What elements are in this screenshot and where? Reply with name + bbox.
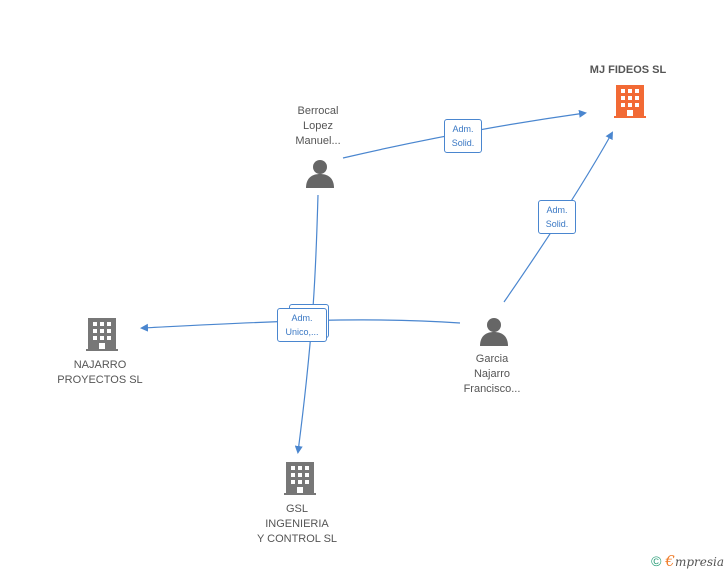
edge-label-center: Adm. Unico,... <box>277 308 327 342</box>
person-icon <box>480 318 508 346</box>
building-icon <box>284 462 316 495</box>
person-icon <box>306 160 334 188</box>
copyright-icon: © <box>651 553 662 569</box>
footer-brand: © €mpresia <box>651 552 724 570</box>
node-label-gsl[interactable]: GSL INGENIERIA Y CONTROL SL <box>256 503 338 545</box>
node-label-najarro[interactable]: NAJARRO PROYECTOS SL <box>57 359 143 386</box>
brand-logo-initial: € <box>665 552 675 570</box>
edge-label-berrocal-mj-fideos: Adm. Solid. <box>444 119 482 153</box>
building-icon <box>86 318 118 351</box>
node-label-garcia[interactable]: Garcia Najarro Francisco... <box>463 353 521 395</box>
edge-berrocal-gsl <box>294 194 319 454</box>
edge-label-garcia-mj-fideos: Adm. Solid. <box>538 200 576 234</box>
brand-logo-text: mpresia <box>674 555 724 569</box>
node-label-berrocal[interactable]: Berrocal Lopez Manuel... <box>295 105 341 147</box>
node-label-mj-fideos[interactable]: MJ FIDEOS SL <box>589 64 667 76</box>
building-icon <box>614 85 646 118</box>
